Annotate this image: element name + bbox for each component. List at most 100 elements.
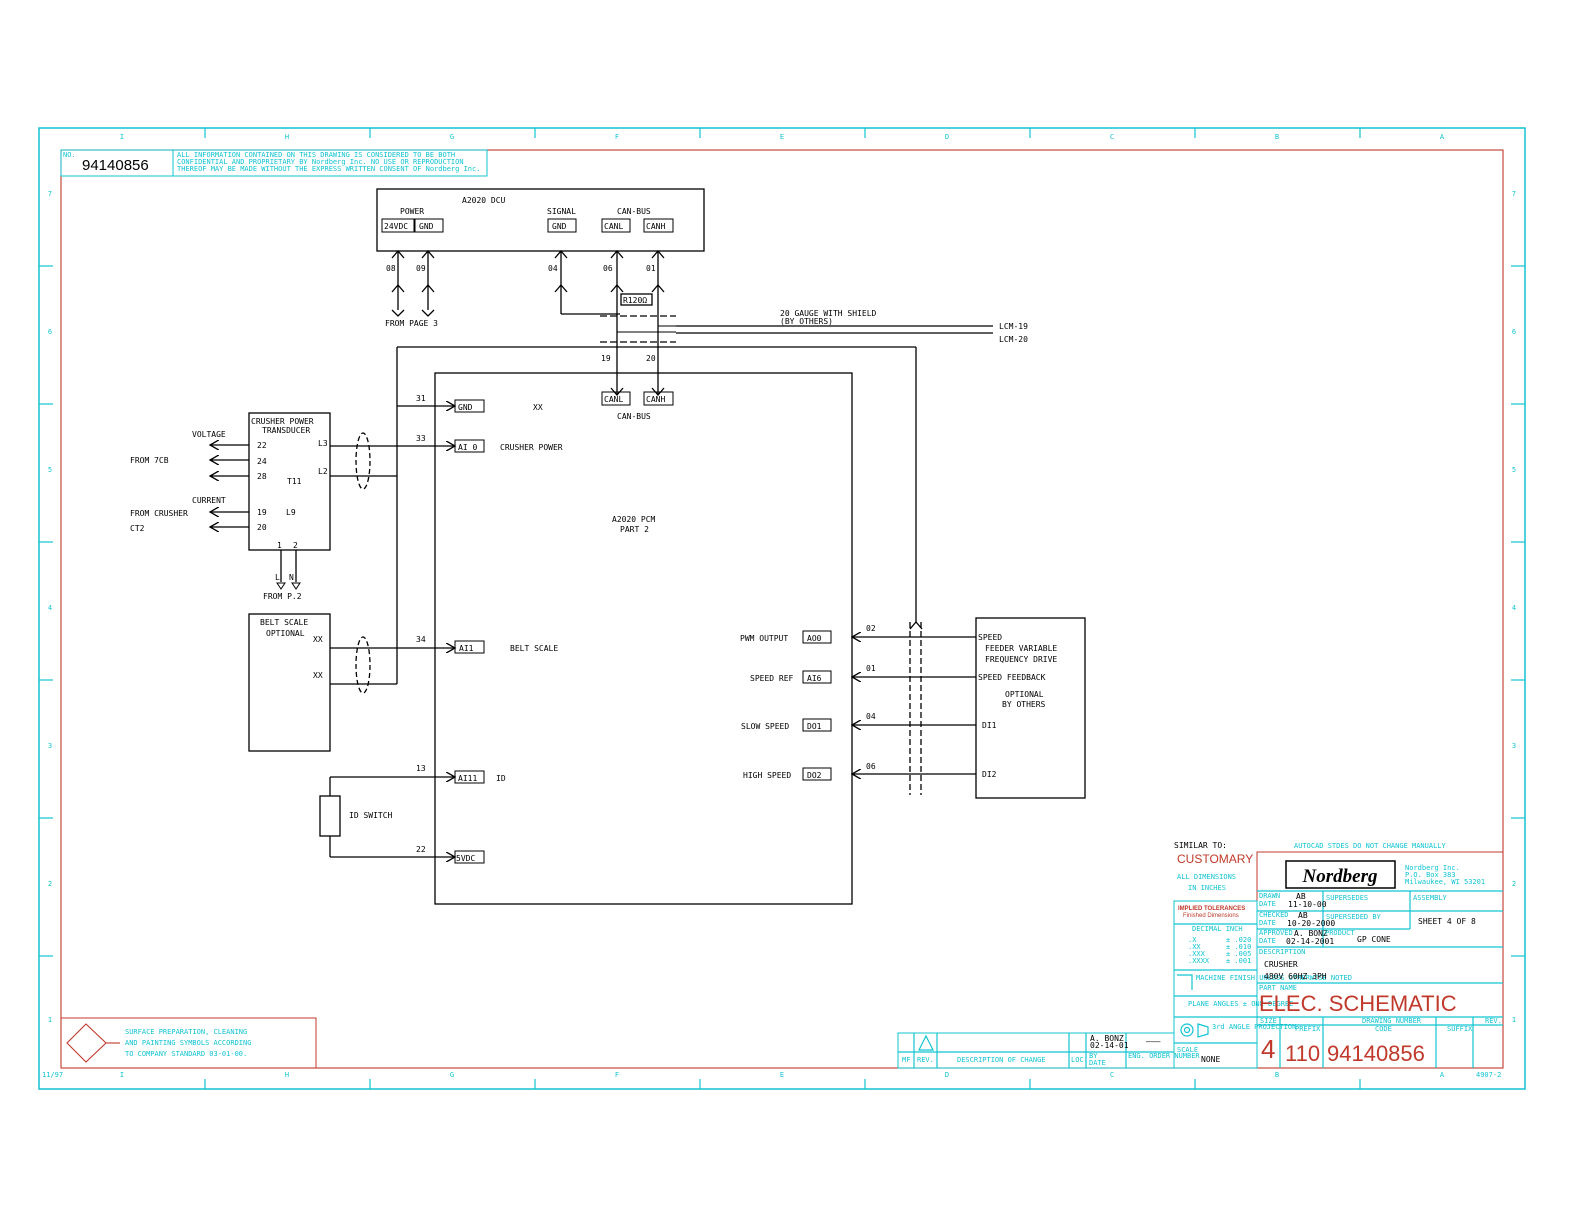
terminal-20: 20	[257, 523, 267, 532]
zone-row: 6	[48, 328, 52, 336]
cable-spec: (BY OTHERS)	[780, 317, 833, 326]
id-switch-label: ID SWITCH	[349, 811, 393, 820]
from-crusher: FROM CRUSHER	[130, 509, 188, 518]
units-customary: CUSTOMARY	[1177, 852, 1253, 866]
from-7cb: FROM 7CB	[130, 456, 169, 465]
terminal-24vdc: 24VDC	[384, 222, 408, 231]
zone-top: A	[1440, 133, 1445, 141]
belt-scale-xx: XX	[313, 635, 323, 644]
rev-col-loc: LOC.	[1071, 1056, 1088, 1064]
confidential-note: THEREOF MAY BE MADE WITHOUT THE EXPRESS …	[177, 165, 480, 173]
machine-note: MACHINE FINISH UNLESS OTHERWISE NOTED	[1196, 974, 1352, 982]
zone-row: 4	[48, 604, 52, 612]
pcm-do1-terminal: DO1	[807, 722, 822, 731]
line-n: N	[289, 573, 294, 582]
dcu-wires	[391, 250, 665, 396]
transducer-title: TRANSDUCER	[262, 426, 310, 435]
zone-row: 3	[1512, 742, 1516, 750]
pcm-ao0-label: PWM OUTPUT	[740, 634, 788, 643]
terminal-gnd: GND	[419, 222, 434, 231]
pcm-do2-label: HIGH SPEED	[743, 771, 791, 780]
voltage-label: VOLTAGE	[192, 430, 226, 439]
zone-top: B	[1275, 133, 1279, 141]
belt-scale-title: OPTIONAL	[266, 629, 305, 638]
tol-row: .XX	[1188, 943, 1201, 951]
current-label: CURRENT	[192, 496, 226, 505]
scale-value: NONE	[1201, 1055, 1220, 1064]
company-address: P.O. Box 383	[1405, 871, 1456, 879]
approved-date: 02-14-2001	[1286, 937, 1334, 946]
terminal-canh: CANH	[646, 222, 665, 231]
drawn-date: 11-10-00	[1288, 900, 1327, 909]
rev-col-by: BY	[1089, 1052, 1098, 1060]
terminal-t11: T11	[287, 477, 302, 486]
tol-row: .X	[1188, 936, 1197, 944]
pcm-ai0-terminal: AI 0	[458, 443, 477, 452]
superseded-by-label: SUPERSEDED BY	[1326, 913, 1382, 921]
rev-label: REV.	[1485, 1017, 1502, 1025]
tol-row: .XXX	[1188, 950, 1206, 958]
rev-col-date: DATE	[1089, 1059, 1106, 1067]
wire-number: 08	[386, 264, 396, 273]
part-name-label: PART NAME	[1259, 984, 1297, 992]
tolerance-title: Finished Dimensions	[1183, 913, 1239, 919]
wire-number: 01	[646, 264, 656, 273]
rev-date-value: 02-14-01	[1090, 1041, 1129, 1050]
wire-33: 33	[416, 434, 426, 443]
dcu-title: A2020 DCU	[462, 196, 506, 205]
zone-bottom: F	[615, 1071, 619, 1079]
pcm-ai6-terminal: AI6	[807, 674, 822, 683]
sheet-number: SHEET 4 OF 8	[1418, 917, 1476, 926]
terminal-28: 28	[257, 472, 267, 481]
terminating-resistor: R120Ω	[623, 296, 647, 305]
rev-col-rev: REV.	[917, 1056, 934, 1064]
vfd-title: FEEDER VARIABLE	[985, 644, 1057, 653]
ct2-label: CT2	[130, 524, 145, 533]
checked-label: CHECKED	[1259, 911, 1289, 919]
wire-20: 20	[646, 354, 656, 363]
dcu-module: A2020 DCU POWER SIGNAL CAN-BUS 24VDC GND…	[376, 188, 705, 252]
terminal-l3: L3	[318, 439, 328, 448]
supersedes-label: SUPERSEDES	[1326, 894, 1368, 902]
prefix-value: 110	[1285, 1041, 1320, 1066]
title-block: AUTOCAD STDES DO NOT CHANGE MANUALLY SIM…	[1173, 841, 1504, 1069]
terminal-24: 24	[257, 457, 267, 466]
description-value: CRUSHER	[1264, 960, 1298, 969]
canbus-label: CAN-BUS	[617, 207, 651, 216]
zone-top: I	[120, 133, 124, 141]
tolerance-title: IMPLIED TOLERANCES	[1178, 906, 1245, 912]
terminal-19: 19	[257, 508, 267, 517]
sheet-border: I H G F E D C B A I H G F E D C B A 7 6 …	[38, 127, 1526, 1090]
nordberg-logo: Nordberg	[1302, 866, 1378, 887]
zone-row: 1	[1512, 1016, 1516, 1024]
pcm-ai6-label: SPEED REF	[750, 674, 794, 683]
drawn-label: DRAWN	[1259, 892, 1280, 900]
code-label: CODE	[1375, 1025, 1392, 1033]
rev-eng-value: ———	[1146, 1037, 1161, 1046]
feeder-vfd: SPEED FEEDER VARIABLE FREQUENCY DRIVE SP…	[975, 617, 1086, 799]
rev-by-value: A. BONZ	[1090, 1034, 1124, 1043]
zone-row: 7	[1512, 190, 1516, 198]
all-dimensions: ALL DIMENSIONS	[1177, 873, 1236, 881]
wire-01: 01	[866, 664, 876, 673]
pcm-right-wiring	[852, 347, 976, 795]
pcm-left-wiring	[329, 347, 455, 857]
zone-row: 2	[48, 880, 52, 888]
product-label: PRODUCT	[1325, 929, 1355, 937]
pcm-gnd-terminal: GND	[458, 403, 473, 412]
zone-row: 7	[48, 190, 52, 198]
from-p2: FROM P.2	[263, 592, 302, 601]
drawing-number-header: 94140856	[82, 157, 149, 174]
zone-bottom: B	[1275, 1071, 1279, 1079]
zone-row: 3	[48, 742, 52, 750]
zone-row: 6	[1512, 328, 1516, 336]
pcm-ai11-label: ID	[496, 774, 506, 783]
wire-number: 04	[548, 264, 558, 273]
scale-label: SCALE	[1177, 1046, 1198, 1054]
wire-number: 06	[603, 264, 613, 273]
transducer-wiring	[210, 445, 301, 590]
surface-note-line: TO COMPANY STANDARD 03-01-00.	[125, 1050, 247, 1058]
belt-scale-xx: XX	[313, 671, 323, 680]
drawn-by: AB	[1296, 892, 1306, 901]
